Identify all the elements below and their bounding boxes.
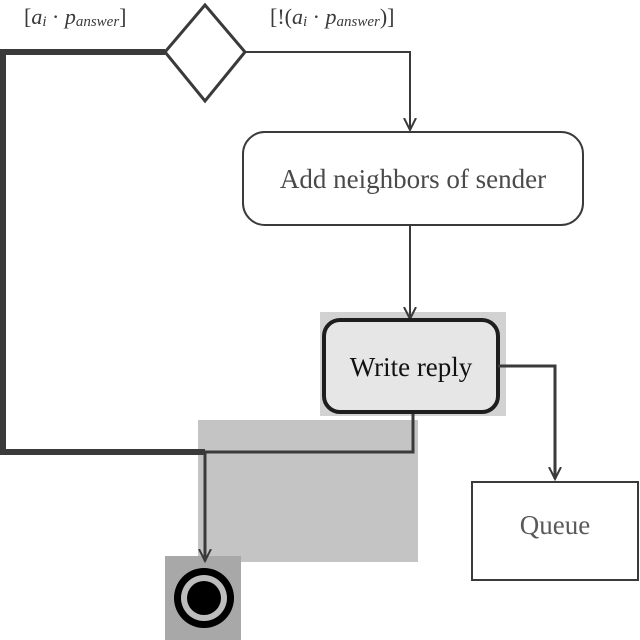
queue-label: Queue xyxy=(519,510,591,540)
final-node xyxy=(174,568,234,628)
flow-write-reply-to-merge xyxy=(205,414,415,454)
decision-diamond xyxy=(163,2,247,104)
add-neighbors-action xyxy=(242,131,584,226)
highlight-rect-bottom xyxy=(198,420,418,562)
flow-to-queue xyxy=(498,364,555,479)
flow-to-add-neighbors xyxy=(245,51,410,130)
flow-left-loop xyxy=(0,49,205,455)
guard-label-right: [!(ai · panswer)] xyxy=(270,4,395,30)
guard-label-left: [ai · panswer] xyxy=(24,4,127,30)
add-neighbors-label: Add neighbors of sender xyxy=(279,164,547,194)
queue-object xyxy=(471,481,639,581)
write-reply-label: Write reply xyxy=(349,352,473,382)
